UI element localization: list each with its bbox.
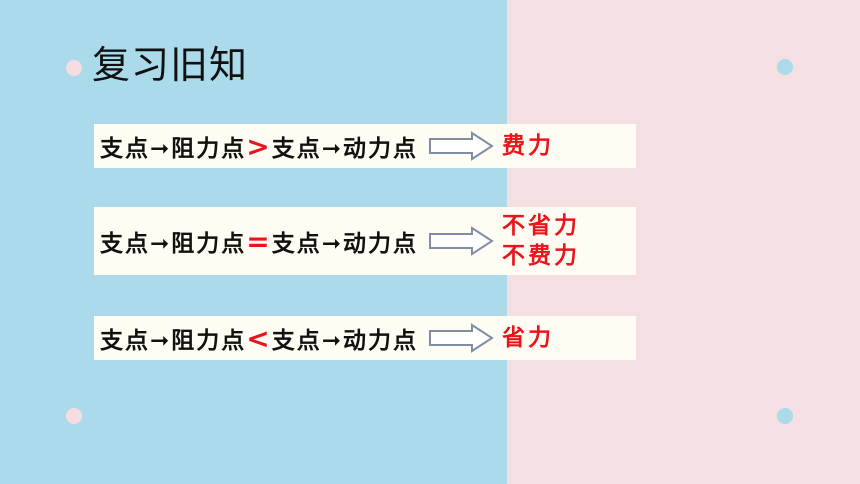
lever-rule-row-neutral: 支点➞阻力点=支点➞动力点 不省力 不费力 <box>94 207 636 275</box>
result-label: 省力 <box>502 325 555 351</box>
decorative-dot <box>777 59 793 75</box>
formula: 支点➞阻力点<支点➞动力点 <box>94 321 418 355</box>
right-arrow-icon <box>429 131 494 161</box>
formula-right: 支点➞动力点 <box>271 136 419 162</box>
formula-left: 支点➞阻力点 <box>100 231 247 257</box>
formula-right: 支点➞动力点 <box>271 328 419 354</box>
right-arrow-icon <box>429 226 494 256</box>
decorative-dot <box>66 60 82 76</box>
formula-left: 支点➞阻力点 <box>100 328 247 354</box>
formula-left: 支点➞阻力点 <box>100 136 247 162</box>
formula: 支点➞阻力点>支点➞动力点 <box>94 129 418 163</box>
result-label: 不省力 <box>502 213 581 239</box>
lever-rule-row-effortful: 支点➞阻力点>支点➞动力点 费力 <box>94 124 636 168</box>
result-label: 费力 <box>502 133 555 159</box>
result-label: 不费力 <box>502 243 581 269</box>
result-stack: 不省力 不费力 <box>494 211 580 271</box>
formula-right: 支点➞动力点 <box>271 231 419 257</box>
page-title: 复习旧知 <box>92 43 249 87</box>
operator-equal: = <box>246 225 272 258</box>
operator-greater: > <box>246 130 272 163</box>
lever-rule-row-effortsaving: 支点➞阻力点<支点➞动力点 省力 <box>94 316 636 360</box>
decorative-dot <box>777 408 793 424</box>
formula: 支点➞阻力点=支点➞动力点 <box>94 224 418 258</box>
operator-less: < <box>246 322 272 355</box>
right-arrow-icon <box>429 323 494 353</box>
decorative-dot <box>66 408 82 424</box>
